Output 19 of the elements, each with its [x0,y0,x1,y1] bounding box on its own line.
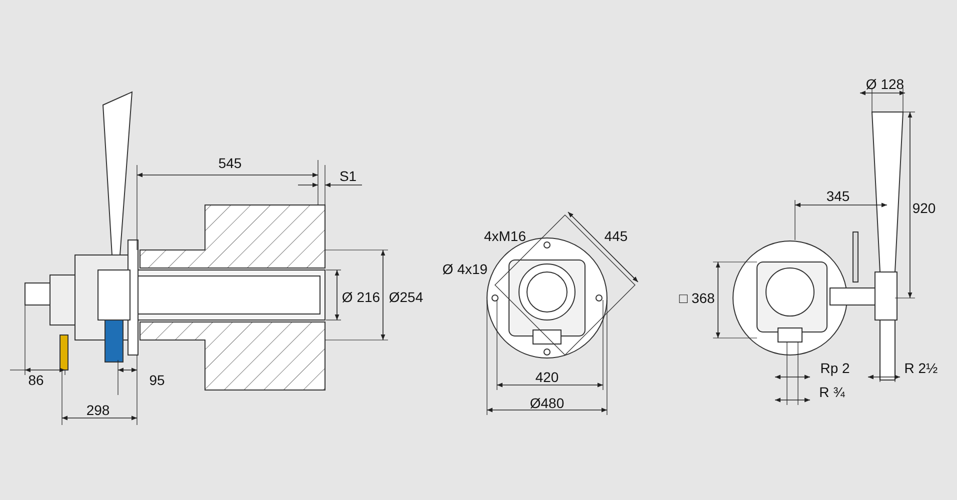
dimension-label: S1 [339,169,357,183]
dimension-label: 4xM16 [484,229,526,243]
dimension-label: R ¾ [819,385,845,399]
dimension-label: Ø 216 [342,290,380,304]
dimension-label: 345 [826,189,850,203]
dimension-label: 298 [86,403,110,417]
dimension-label: 86 [28,373,44,387]
dimension-label: Ø 4x19 [442,262,488,276]
dimension-label: Ø480 [530,396,564,410]
dimension-label: 445 [604,229,628,243]
dimension-label: Rp 2 [820,361,850,375]
dimension-label: 420 [535,370,559,384]
dimension-label: 920 [912,201,936,215]
dimension-label: 95 [149,373,165,387]
dimension-label: □ 368 [679,291,715,305]
dimension-label: Ø 128 [866,77,904,91]
dimension-label: Ø254 [388,290,424,304]
dimension-label: R 2½ [904,361,938,375]
dimension-label: 545 [218,156,242,170]
